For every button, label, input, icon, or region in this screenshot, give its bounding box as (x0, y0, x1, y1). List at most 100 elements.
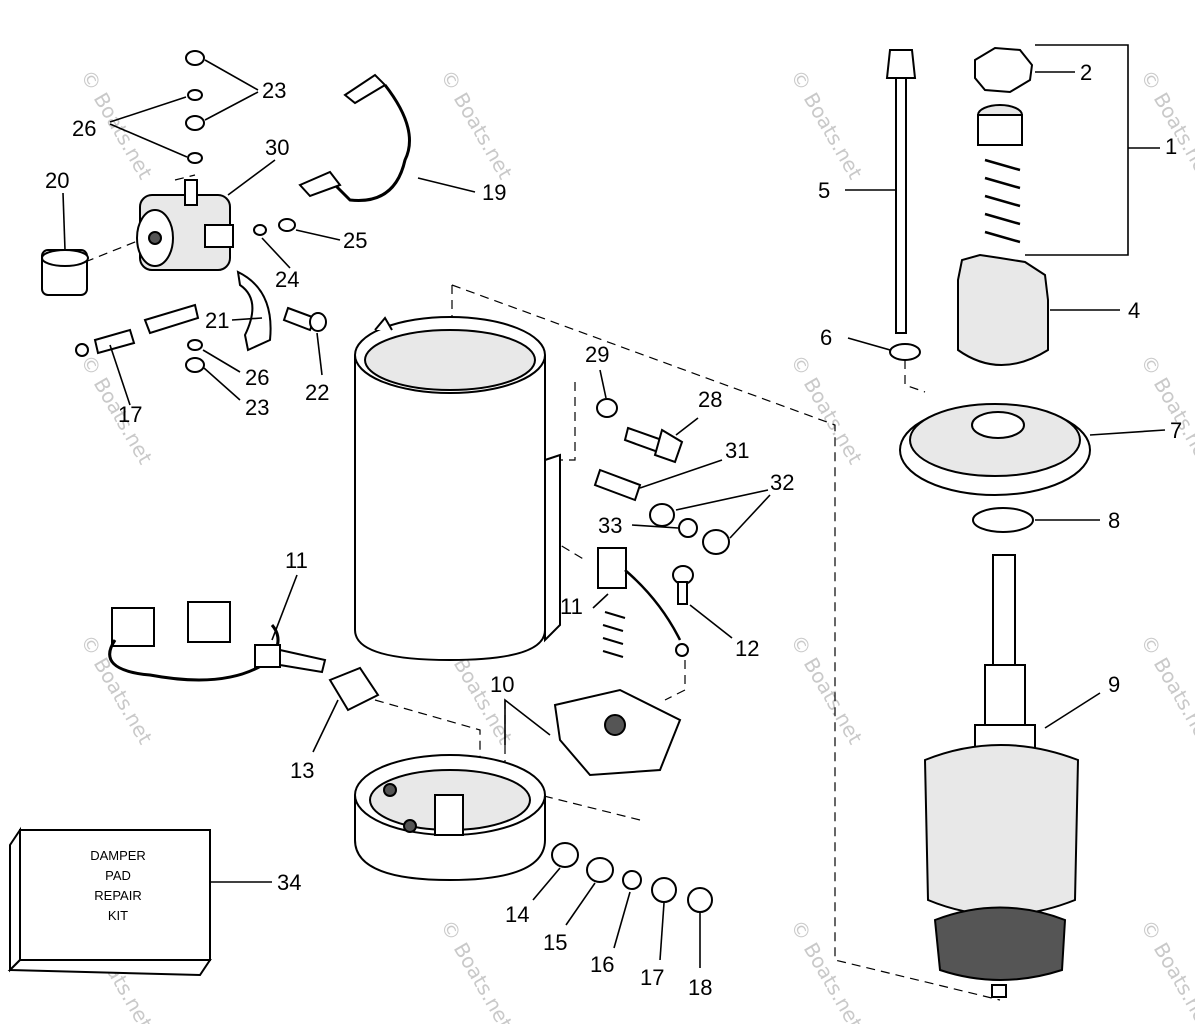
watermark: © Boats.net (1136, 631, 1195, 749)
washer-15 (586, 857, 614, 883)
brush-holder-hub (604, 714, 626, 736)
watermark: © Boats.net (786, 66, 868, 184)
end-cap-boss (434, 794, 464, 836)
brush-screw (279, 648, 327, 674)
kit-box-side (9, 826, 21, 973)
washer-16 (622, 870, 642, 890)
washer-26-top (187, 89, 203, 101)
washer-6 (889, 343, 921, 361)
callout-33: 33 (598, 513, 622, 538)
brush-terminal-block (254, 644, 281, 668)
leader-17a (109, 344, 131, 406)
cable-lug-top (343, 73, 387, 105)
damper-pad-kit-34: DAMPER PAD REPAIR KIT (7, 826, 212, 977)
callout-19: 19 (482, 180, 506, 205)
leader-17b (659, 902, 665, 961)
nut-2 (974, 46, 1034, 94)
callout-8: 8 (1108, 508, 1120, 533)
frame-tab (374, 316, 393, 331)
kit-label-line: KIT (108, 908, 128, 923)
plunger-pin-17 (93, 328, 136, 355)
washer-29 (596, 398, 618, 418)
leader-11b (592, 593, 609, 609)
nut-25 (278, 218, 296, 232)
collar-body (977, 114, 1023, 146)
leader-10 (504, 698, 551, 745)
nut-17 (651, 877, 677, 903)
leader-15 (565, 882, 596, 926)
nut-23-top (185, 50, 205, 66)
through-bolt-5-head (885, 49, 917, 79)
bracket-21 (236, 270, 272, 352)
lockwasher-33 (678, 518, 698, 538)
leader-26b (202, 349, 241, 373)
washer-24 (253, 224, 267, 236)
leader-9 (1044, 692, 1101, 729)
leader-25 (295, 229, 341, 241)
brush-center (597, 547, 627, 589)
solenoid-terminal (204, 224, 234, 248)
drive-spring (984, 158, 1021, 244)
leader-28 (675, 417, 699, 436)
watermark: © Boats.net (76, 631, 158, 749)
leader-33 (631, 524, 679, 529)
nut-18 (687, 887, 713, 913)
callout-26-top: 26 (72, 116, 96, 141)
leader-23b (203, 367, 241, 401)
bolt-28-head (653, 428, 684, 464)
leader-14 (532, 867, 561, 901)
through-bolt-5 (895, 77, 907, 334)
callout-13: 13 (290, 758, 314, 783)
washer-26-bottom (187, 339, 203, 351)
solenoid-center (148, 231, 162, 245)
kit-box-bottom (7, 959, 212, 977)
leader-20 (62, 192, 66, 251)
leader-7 (1089, 429, 1166, 436)
terminal-assembly-line (559, 382, 586, 561)
callout-14: 14 (505, 902, 529, 927)
leader-23a-bottom (204, 91, 259, 121)
brush-screw-line (664, 660, 686, 701)
callout-10: 10 (490, 672, 514, 697)
nut-23-bottom (185, 357, 205, 373)
callout-5: 5 (818, 178, 830, 203)
callout-30: 30 (265, 135, 289, 160)
washer-14 (551, 842, 579, 868)
armature-shaft-collar (984, 664, 1026, 726)
cable-lug-bottom (298, 170, 342, 198)
leader-12 (689, 604, 733, 639)
leader-29 (599, 369, 607, 399)
plunger-pin-end (75, 343, 89, 357)
brush-spring-11-center (597, 547, 694, 658)
callout-11-left: 11 (285, 548, 308, 573)
commutator (933, 906, 1067, 981)
watermark: © Boats.net (1136, 351, 1195, 469)
callout-labels: 1 2 4 5 6 7 8 9 10 11 11 12 13 14 15 16 … (45, 60, 1182, 1000)
watermark: © Boats.net (1136, 66, 1195, 184)
pinion-4 (957, 253, 1049, 366)
frame-mount-strip (544, 453, 561, 643)
end-cap-hole (383, 783, 397, 797)
leader-22 (316, 332, 323, 376)
watermark: © Boats.net (786, 916, 868, 1024)
brush-left (111, 607, 155, 647)
terminal-hardware (593, 398, 730, 555)
brush-kit-11-left (108, 601, 327, 682)
cable-assembly-19 (298, 73, 411, 202)
stud-31 (593, 468, 642, 502)
callout-17-left: 17 (118, 402, 142, 427)
end-cap-side-line (539, 794, 641, 821)
callout-6: 6 (820, 325, 832, 350)
solenoid-stud (184, 179, 198, 206)
armature-tip (991, 984, 1007, 998)
callout-20: 20 (45, 168, 69, 193)
callout-7: 7 (1170, 418, 1182, 443)
callout-23-top: 23 (262, 78, 286, 103)
leader-6 (847, 337, 891, 351)
leader-24 (261, 237, 291, 269)
watermark: © Boats.net (786, 351, 868, 469)
end-plate-7-face (909, 403, 1081, 477)
leader-23a-top (204, 59, 259, 91)
nut-32-lower (702, 529, 730, 555)
thrust-washer-8 (972, 507, 1034, 533)
